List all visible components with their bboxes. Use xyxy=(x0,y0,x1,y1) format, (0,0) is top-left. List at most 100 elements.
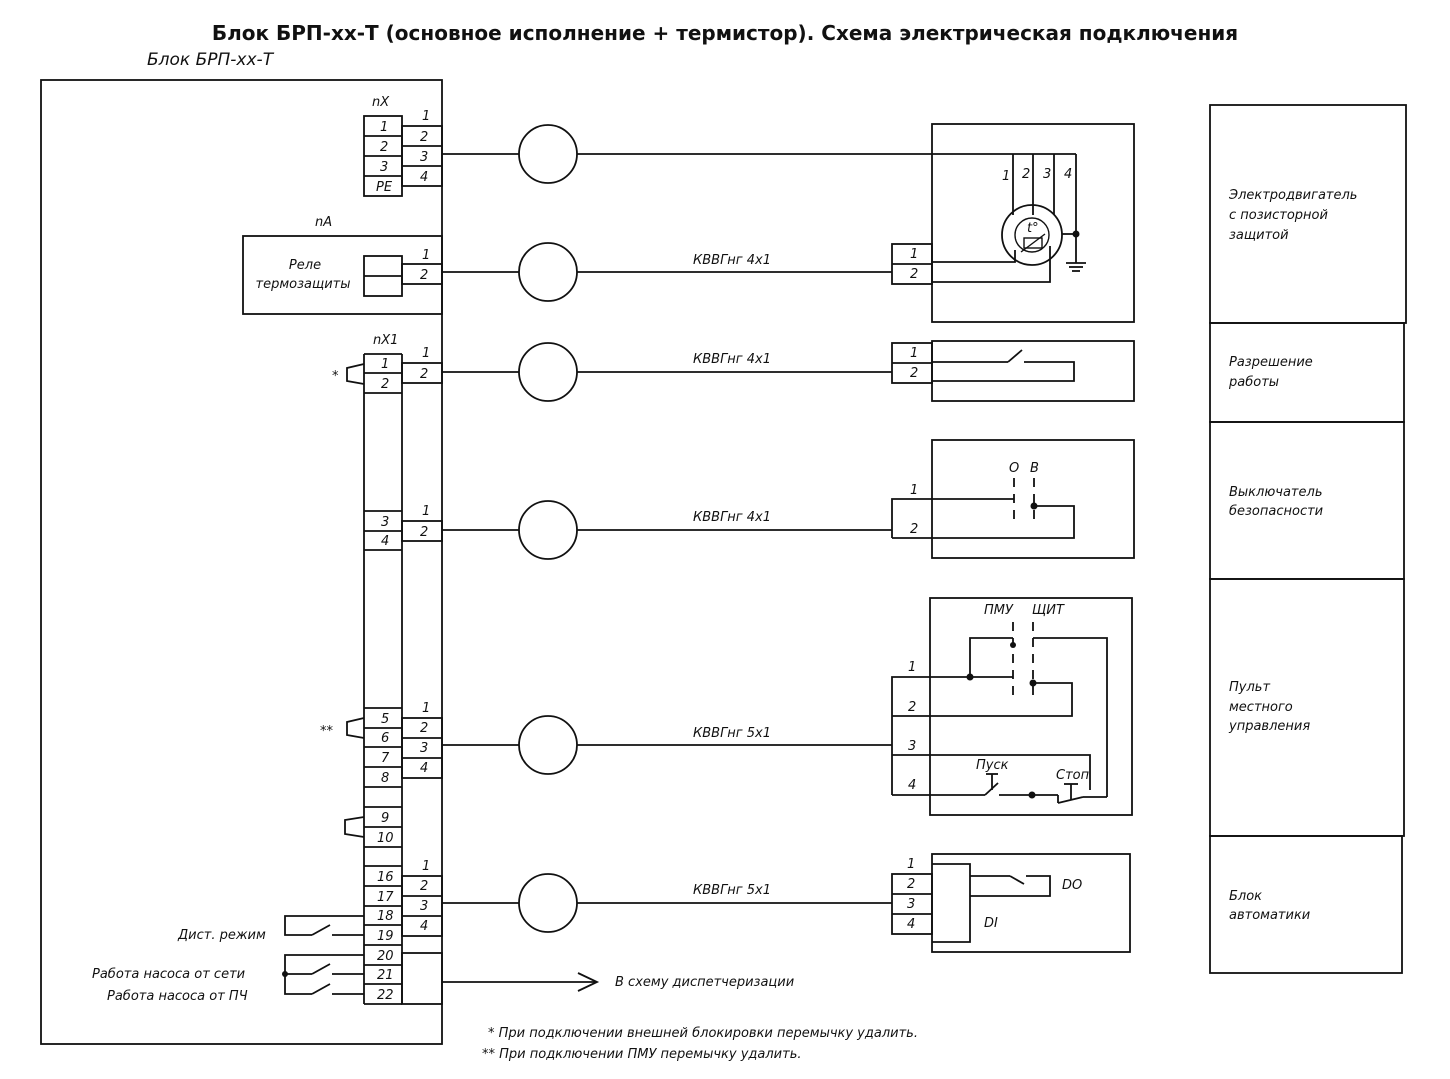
cable-type-safety: КВВГнг 4х1 xyxy=(693,510,771,525)
wire-number: 1 xyxy=(422,248,430,263)
motor-terminal: 1 xyxy=(1002,169,1010,184)
wire-number: 2 xyxy=(908,700,916,715)
nx1-pin: 9 xyxy=(381,811,389,826)
relay-label-2: термозащиты xyxy=(256,277,351,292)
relay-block xyxy=(242,235,443,315)
nx1-pin: 19 xyxy=(377,929,394,944)
remote-mode-label: Дист. режим xyxy=(177,928,266,943)
wire-number: 3 xyxy=(907,897,915,912)
legend-text: Выключатель xyxy=(1229,485,1322,500)
cable-gland xyxy=(518,500,578,560)
jumper-mark-single: * xyxy=(332,369,339,384)
nx1-pin: 16 xyxy=(377,870,394,885)
pump-mains-label: Работа насоса от сети xyxy=(92,967,245,982)
wire-number: 1 xyxy=(422,109,430,124)
nx1-pin: 6 xyxy=(381,731,389,746)
pump-vfd-label: Работа насоса от ПЧ xyxy=(107,989,248,1004)
legend-text: Пульт xyxy=(1229,680,1270,695)
nx1-pin: 5 xyxy=(381,712,389,727)
note-2: ** При подключении ПМУ перемычку удалить… xyxy=(482,1047,802,1062)
wire-number: 2 xyxy=(420,721,428,736)
wire-number: 4 xyxy=(908,778,916,793)
cable-gland xyxy=(518,873,578,933)
nx-pin: 1 xyxy=(380,120,388,135)
wire-number: 4 xyxy=(420,919,428,934)
nx1-pin: 18 xyxy=(377,909,394,924)
wire-number: 2 xyxy=(910,522,918,537)
nx1-pin: 7 xyxy=(381,751,390,766)
legend-cell-safety xyxy=(1209,421,1405,580)
wire-number: 2 xyxy=(420,268,428,283)
wire-number: 1 xyxy=(422,346,430,361)
arrow-head-icon xyxy=(577,972,600,992)
legend-text: местного xyxy=(1229,700,1293,715)
motor-terminals: 1 2 3 4 xyxy=(1002,154,1077,234)
wire-number: 1 xyxy=(910,483,918,498)
wire-number: 1 xyxy=(910,346,918,361)
wire-number: 2 xyxy=(420,130,428,145)
wire-number: 2 xyxy=(420,367,428,382)
stop-button-icon xyxy=(1032,783,1107,804)
wire-number: 3 xyxy=(420,899,428,914)
wire-number: 4 xyxy=(420,761,428,776)
thermistor-symbol: t° xyxy=(1027,221,1039,236)
wire-number: 4 xyxy=(907,917,915,932)
wire-number: 3 xyxy=(420,150,428,165)
nx-pin: PE xyxy=(376,180,393,195)
legend-text: защитой xyxy=(1229,228,1289,243)
cable-type-permit: КВВГнг 4х1 xyxy=(693,352,771,367)
nx1-pin: 4 xyxy=(381,534,389,549)
ground-icon xyxy=(1066,262,1086,272)
cable-type-thermo: КВВГнг 4х1 xyxy=(693,253,771,268)
unit-label: Блок БРП-хх-Т xyxy=(147,50,275,70)
start-button-icon xyxy=(930,773,1032,796)
do-contact-icon xyxy=(970,875,1051,897)
pump-contacts-icon xyxy=(282,954,364,995)
nx1-label: nX1 xyxy=(373,333,398,348)
na-label: nA xyxy=(315,215,332,230)
nx-pin: 3 xyxy=(380,160,388,175)
panel-right-label: ЩИТ xyxy=(1032,603,1065,618)
wire-number: 2 xyxy=(420,879,428,894)
note-1: * При подключении внешней блокировки пер… xyxy=(488,1026,918,1041)
permit-contact-icon xyxy=(932,349,1075,382)
motor-symbol: t° xyxy=(1001,204,1063,266)
motor-terminal: 3 xyxy=(1043,167,1051,182)
nx-pin: 2 xyxy=(380,140,388,155)
legend-text: работы xyxy=(1228,375,1279,390)
diagram-title: Блок БРП-хх-Т (основное исполнение + тер… xyxy=(212,21,1238,45)
legend-text: автоматики xyxy=(1229,908,1310,923)
legend-text: Блок xyxy=(1229,889,1262,904)
cable-gland xyxy=(518,715,578,775)
legend-cell-automation xyxy=(1209,835,1403,974)
dispatch-label: В схему диспетчеризации xyxy=(615,975,794,990)
motor-box xyxy=(931,123,1135,323)
jumper-mark-double: ** xyxy=(320,724,334,739)
wire-number: 2 xyxy=(907,877,915,892)
nx1-pin: 10 xyxy=(377,831,394,846)
wire-number: 2 xyxy=(910,366,918,381)
wire-number: 1 xyxy=(422,859,430,874)
safety-on-label: В xyxy=(1030,461,1039,476)
cable-gland xyxy=(518,124,578,184)
nx1-pin: 1 xyxy=(381,357,389,372)
wire-number: 2 xyxy=(420,525,428,540)
nx1-terminals: 1 2 3 4 5 6 7 8 9 10 16 17 18 19 20 21 2… xyxy=(364,353,402,1005)
wire-number: 4 xyxy=(420,170,428,185)
wire-number: 2 xyxy=(910,267,918,282)
cable-gland xyxy=(518,242,578,302)
legend-cell-permit xyxy=(1209,322,1405,423)
nx-terminal-block: 1 2 3 PE 1 2 3 4 xyxy=(363,109,443,197)
wire-number: 3 xyxy=(908,739,916,754)
legend-text: с позисторной xyxy=(1229,208,1328,223)
wire-number: 1 xyxy=(422,701,430,716)
nx1-pin: 3 xyxy=(381,515,389,530)
di-label: DI xyxy=(984,916,998,931)
nx1-pin: 8 xyxy=(381,771,389,786)
legend-text: безопасности xyxy=(1229,504,1323,519)
do-label: DO xyxy=(1062,878,1082,893)
motor-terminal: 4 xyxy=(1064,167,1072,182)
jumper-1-2 xyxy=(346,363,365,385)
wire-number: 3 xyxy=(420,741,428,756)
